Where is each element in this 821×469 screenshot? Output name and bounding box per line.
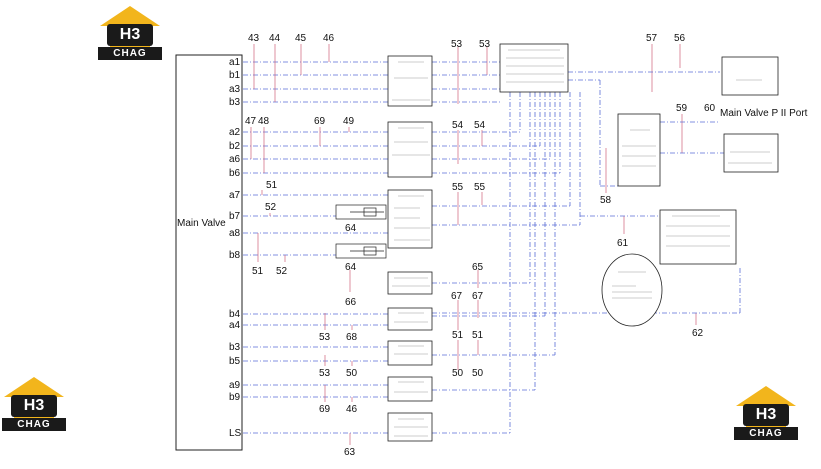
port-lines	[243, 61, 388, 434]
component-boxes	[387, 43, 779, 442]
callout: 64	[345, 223, 357, 234]
port-label: a7	[229, 190, 241, 201]
component-box	[387, 307, 433, 331]
callout: 64	[345, 262, 357, 273]
logo-mark: H3	[743, 404, 789, 426]
callout: 68	[346, 332, 358, 343]
port-label: b7	[229, 211, 241, 222]
component-box	[387, 271, 433, 295]
connectors	[432, 61, 741, 434]
callout: 53	[479, 39, 491, 50]
port-label: a8	[229, 228, 241, 239]
port-label: b1	[229, 70, 241, 81]
port-label: b4	[229, 309, 241, 320]
callout: 51	[452, 330, 464, 341]
callout: 52	[265, 202, 277, 213]
callout: 43	[248, 33, 260, 44]
callout: 69	[314, 116, 326, 127]
callout: 60	[704, 103, 716, 114]
component-box	[387, 55, 433, 107]
port-label: b2	[229, 141, 241, 152]
callout: 69	[319, 404, 331, 415]
port-label: a4	[229, 320, 241, 331]
callout: 52	[276, 266, 288, 277]
component-box	[387, 189, 433, 249]
logo-word: CHAG	[98, 47, 162, 60]
callout: 62	[692, 328, 704, 339]
main-valve-label: Main Valve	[177, 218, 226, 229]
callout: 54	[474, 120, 486, 131]
brand-logo: H3 CHAG	[2, 375, 66, 433]
callout: 50	[346, 368, 358, 379]
callout: 46	[323, 33, 335, 44]
callout: 66	[345, 297, 357, 308]
logo-mark: H3	[11, 395, 57, 417]
component-box	[387, 121, 433, 178]
port-label: b3	[229, 97, 241, 108]
callout: 53	[451, 39, 463, 50]
callout: 48	[258, 116, 270, 127]
component-box	[387, 376, 433, 402]
component-box	[387, 340, 433, 366]
main-valve-block	[175, 54, 243, 451]
component-box	[499, 43, 569, 93]
brand-logo: H3 CHAG	[98, 4, 162, 62]
callout: 50	[472, 368, 484, 379]
callout: 44	[269, 33, 281, 44]
box-text-strokes	[392, 49, 772, 437]
main-valve-port-label: Main Valve P II Port	[720, 108, 808, 119]
callout: 49	[343, 116, 355, 127]
component-ellipse	[601, 253, 663, 327]
callout: 47	[245, 116, 257, 127]
port-label: a2	[229, 127, 241, 138]
callout: 65	[472, 262, 484, 273]
callout: 57	[646, 33, 658, 44]
callout: 55	[452, 182, 464, 193]
callout: 51	[472, 330, 484, 341]
callout-leaders	[250, 44, 697, 445]
callout: 50	[452, 368, 464, 379]
callout: 45	[295, 33, 307, 44]
callout: 63	[344, 447, 356, 458]
port-labels: a1 b1 a3 b3 a2 b2 a6 b6 a7 b7 a8 b8 b4 a…	[229, 57, 242, 439]
port-label: b6	[229, 168, 241, 179]
logo-word: CHAG	[2, 418, 66, 431]
brand-logo: H3 CHAG	[734, 384, 798, 442]
port-label: LS	[229, 428, 242, 439]
callout: 67	[451, 291, 463, 302]
port-label: a9	[229, 380, 241, 391]
port-label: b3	[229, 342, 241, 353]
port-label: b8	[229, 250, 241, 261]
port-label: b5	[229, 356, 241, 367]
callout: 61	[617, 238, 629, 249]
port-label: a1	[229, 57, 241, 68]
component-box	[723, 133, 779, 173]
callout: 51	[266, 180, 278, 191]
check-valves	[335, 204, 387, 259]
callout: 53	[319, 368, 331, 379]
component-box	[721, 56, 779, 96]
port-label: a6	[229, 154, 241, 165]
component-box	[659, 209, 737, 265]
callout: 46	[346, 404, 358, 415]
callout: 56	[674, 33, 686, 44]
callout: 51	[252, 266, 264, 277]
port-label: b9	[229, 392, 241, 403]
callout: 58	[600, 195, 612, 206]
callout-numbers: 43 44 45 46 53 53 57 56 47 48 69 49 54 5…	[245, 33, 716, 458]
callout: 53	[319, 332, 331, 343]
port-label: a3	[229, 84, 241, 95]
callout: 55	[474, 182, 486, 193]
logo-mark: H3	[107, 24, 153, 46]
logo-word: CHAG	[734, 427, 798, 440]
callout: 67	[472, 291, 484, 302]
callout: 54	[452, 120, 464, 131]
callout: 59	[676, 103, 688, 114]
component-box	[617, 113, 661, 187]
